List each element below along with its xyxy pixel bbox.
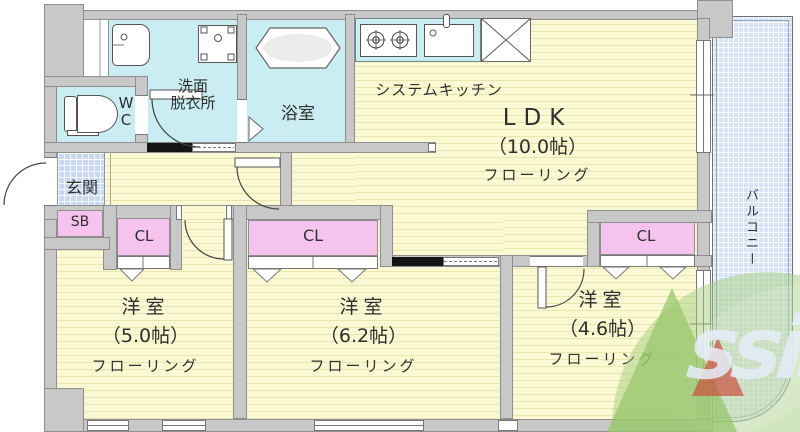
bedroom1-label: 洋室 （5.0帖） フローリング bbox=[58, 294, 233, 380]
entrance-door-opening bbox=[44, 157, 57, 206]
ldk-door-arc bbox=[236, 166, 280, 210]
closet3 bbox=[600, 222, 695, 255]
wall-top-left-block bbox=[44, 4, 84, 78]
washer-drain-icon bbox=[214, 34, 222, 42]
shoebox bbox=[57, 210, 103, 237]
hallway-floor bbox=[105, 152, 355, 210]
toilet-bowl-icon bbox=[77, 95, 118, 133]
closet2 bbox=[248, 220, 378, 256]
room-entrance-floor bbox=[57, 152, 105, 210]
closet1-fold-triangle bbox=[118, 268, 146, 282]
wall-end-cap-bottom bbox=[498, 420, 518, 431]
faucet-icon bbox=[443, 14, 450, 28]
bedroom1-name: 洋室 bbox=[121, 296, 170, 318]
wc-label-line1: W bbox=[118, 94, 134, 112]
shoebox-label: SB bbox=[70, 214, 90, 230]
refrigerator-x-line bbox=[481, 18, 531, 62]
bedroom1-size: （5.0帖） bbox=[101, 325, 190, 347]
washer-corner bbox=[200, 26, 208, 34]
bedroom1-door-opening bbox=[182, 206, 226, 220]
entrance-door-arc bbox=[3, 162, 47, 206]
entrance-step-line bbox=[110, 152, 111, 205]
bath-door-opening bbox=[237, 99, 247, 143]
closet3-fold-triangle bbox=[601, 266, 631, 280]
washer-corner bbox=[227, 26, 235, 34]
washroom-label-line1: 洗面 bbox=[177, 77, 208, 95]
washer-corner bbox=[200, 53, 208, 61]
wc-door-opening bbox=[135, 95, 148, 135]
bedroom1-door-leaf bbox=[223, 218, 233, 261]
washroom-door-arc bbox=[151, 98, 201, 148]
wall-bedroom2-3 bbox=[500, 255, 513, 419]
closet2-fold-triangle bbox=[251, 268, 283, 283]
closet1-label: CL bbox=[134, 227, 154, 245]
wall-bath-kitchen bbox=[345, 14, 355, 143]
washroom-label: 洗面 脱衣所 bbox=[148, 78, 238, 112]
washbasin-drain-icon bbox=[120, 33, 128, 41]
kitchen-sink-icon bbox=[424, 24, 474, 57]
bedroom3-door-arc bbox=[545, 268, 585, 308]
closet2-fold-triangle bbox=[336, 268, 368, 283]
bedroom1-door-arc bbox=[184, 219, 225, 260]
wc-label: W C bbox=[114, 95, 138, 129]
bedroom3-door-opening bbox=[530, 256, 583, 267]
entrance-label: 玄関 bbox=[65, 178, 98, 197]
door-jamb bbox=[176, 205, 182, 220]
closet1 bbox=[117, 218, 170, 256]
ldk-size: （10.0帖） bbox=[487, 136, 588, 158]
bath-label: 浴室 bbox=[281, 104, 315, 124]
bedroom2-sliding-door-panel bbox=[392, 257, 443, 266]
assist-logo-red-accent bbox=[692, 338, 744, 396]
kitchen-label: システムキッチン bbox=[375, 81, 503, 99]
closet2-label: CL bbox=[302, 226, 324, 245]
assist-logo-text: ssist bbox=[682, 299, 800, 399]
bedroom2-name: 洋室 bbox=[339, 296, 388, 318]
wall-end-cap bbox=[428, 143, 436, 152]
bath-door-triangle bbox=[248, 115, 264, 143]
ldk-name: LDK bbox=[502, 105, 573, 131]
ldk-door-leaf bbox=[234, 157, 281, 168]
bedroom2-floor-type: フローリング bbox=[309, 357, 418, 375]
washroom-label-line2: 脱衣所 bbox=[170, 94, 216, 112]
bedroom2-size: （6.2帖） bbox=[319, 325, 408, 347]
wall-stub-bedroom2 bbox=[380, 205, 393, 267]
bedroom3-door-leaf bbox=[537, 266, 547, 309]
washer-corner bbox=[227, 53, 235, 61]
sink-drain-icon bbox=[429, 29, 437, 37]
wc-label-line2: C bbox=[120, 111, 132, 129]
bedroom1-floor-type: フローリング bbox=[91, 357, 200, 375]
wall-bedroom1-2 bbox=[233, 205, 247, 419]
closet3-label: CL bbox=[636, 227, 656, 245]
closet3-fold-triangle bbox=[658, 266, 688, 280]
wall-sb-bottom bbox=[44, 237, 110, 250]
balcony-label: バルコニー bbox=[743, 188, 758, 268]
bathtub-inner bbox=[264, 34, 332, 62]
ldk-floor-type: フローリング bbox=[483, 166, 592, 184]
washroom-sliding-door-panel bbox=[147, 143, 192, 152]
ldk-label: LDK （10.0帖） フローリング bbox=[445, 103, 630, 188]
bedroom2-label: 洋室 （6.2帖） フローリング bbox=[276, 294, 451, 380]
washroom-door-leaf bbox=[149, 89, 203, 100]
